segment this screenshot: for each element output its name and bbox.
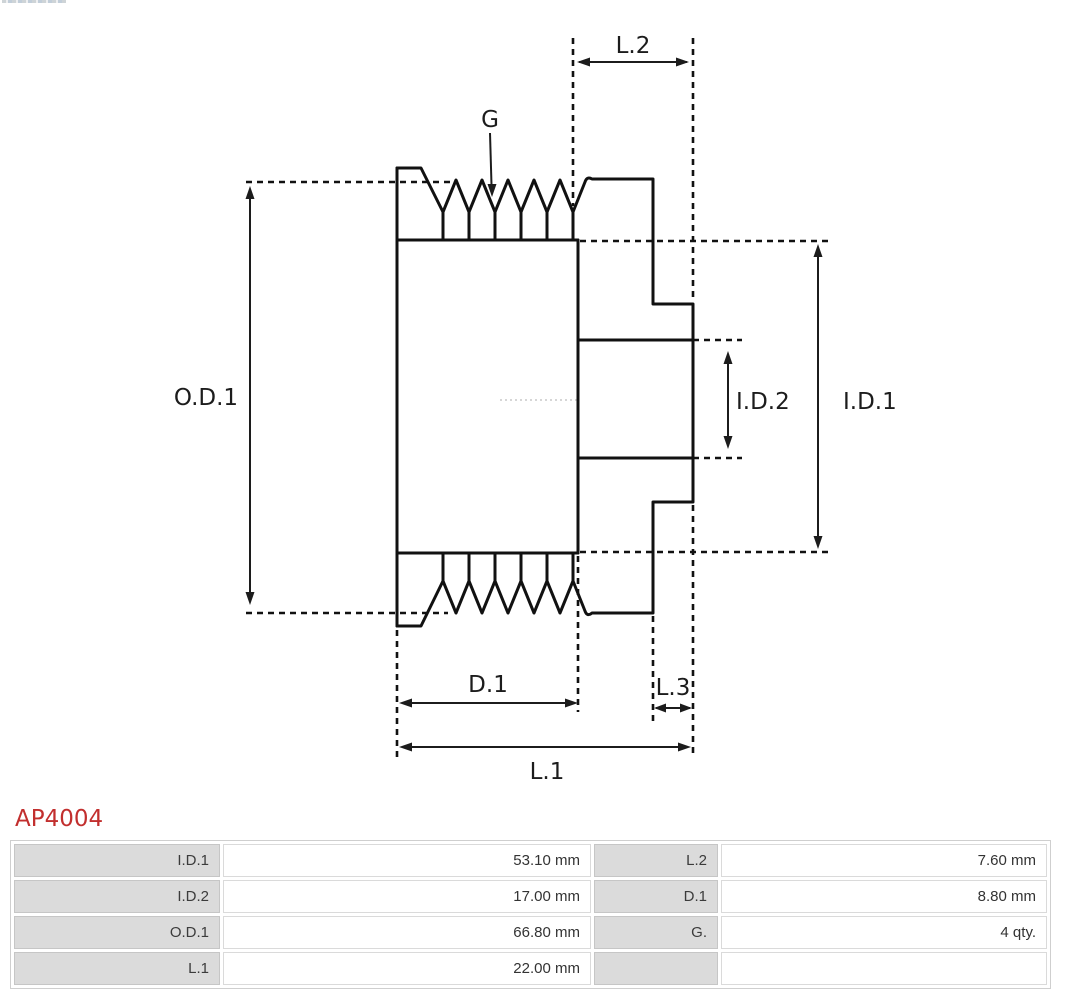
spec-value [721, 952, 1047, 985]
table-row: L.1 22.00 mm [14, 952, 1047, 985]
dimension-od1: O.D.1 [174, 186, 255, 605]
spec-value: 22.00 mm [223, 952, 591, 985]
dim-label-l2: L.2 [616, 33, 651, 59]
groove-stems-top [441, 210, 575, 242]
table-row: I.D.1 53.10 mm L.2 7.60 mm [14, 844, 1047, 877]
groove-stems-bottom [441, 551, 575, 583]
partial-logo-icon [2, 0, 66, 3]
pulley-outer-profile [395, 166, 695, 628]
table-row: I.D.2 17.00 mm D.1 8.80 mm [14, 880, 1047, 913]
dimension-l1: L.1 [399, 742, 691, 785]
spec-label: D.1 [594, 880, 718, 913]
dim-label-d1: D.1 [468, 672, 508, 698]
dim-label-id1: I.D.1 [843, 389, 897, 415]
dim-label-l3: L.3 [656, 675, 691, 701]
dimension-id2: I.D.2 [723, 351, 790, 449]
dimension-l3: L.3 [654, 675, 692, 713]
dimension-g: G [481, 107, 499, 197]
extension-lines [246, 38, 830, 757]
spec-label: O.D.1 [14, 916, 220, 949]
spec-value: 7.60 mm [721, 844, 1047, 877]
spec-table: I.D.1 53.10 mm L.2 7.60 mm I.D.2 17.00 m… [10, 840, 1051, 989]
spec-label: L.2 [594, 844, 718, 877]
dimension-d1: D.1 [399, 672, 578, 708]
dim-label-l1: L.1 [530, 759, 565, 785]
bore-lines [576, 338, 695, 460]
pulley-outline [395, 166, 695, 628]
spec-value: 17.00 mm [223, 880, 591, 913]
part-number-link[interactable]: AP4004 [15, 806, 104, 832]
pulley-dimension-diagram: L.2 G O.D.1 I.D.2 [174, 33, 897, 785]
dim-label-od1: O.D.1 [174, 385, 238, 411]
spec-label: I.D.2 [14, 880, 220, 913]
spec-value: 66.80 mm [223, 916, 591, 949]
spec-value: 4 qty. [721, 916, 1047, 949]
spec-label [594, 952, 718, 985]
spec-value: 53.10 mm [223, 844, 591, 877]
dim-label-id2: I.D.2 [736, 389, 790, 415]
spec-label: I.D.1 [14, 844, 220, 877]
spec-value: 8.80 mm [721, 880, 1047, 913]
dimension-l2: L.2 [577, 33, 689, 67]
dim-label-g: G [481, 107, 499, 133]
pulley-drawing-svg: L.2 G O.D.1 I.D.2 [174, 33, 897, 785]
spec-label: L.1 [14, 952, 220, 985]
table-row: O.D.1 66.80 mm G. 4 qty. [14, 916, 1047, 949]
dimension-id1: I.D.1 [813, 244, 897, 549]
spec-label: G. [594, 916, 718, 949]
